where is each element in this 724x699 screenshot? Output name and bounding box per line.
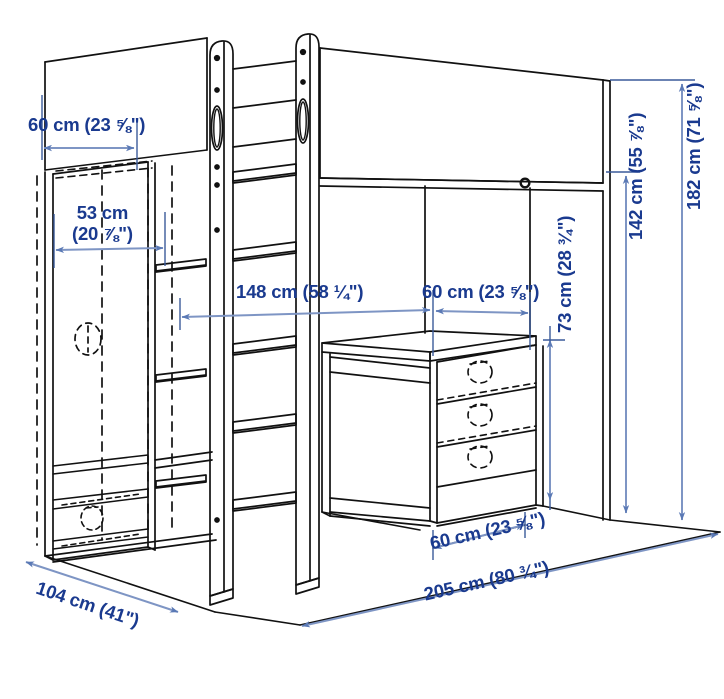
desk-top (321, 330, 537, 362)
ladder-post-left (209, 40, 234, 597)
wardrobe-divider-panel (147, 161, 156, 551)
ladder-rungs (232, 60, 297, 512)
floor-plane (44, 505, 721, 626)
ladder-feet (209, 577, 320, 606)
bed-frame-lower-rails (52, 451, 213, 475)
dim-label-53-line2: (20 ⅞") (72, 222, 133, 244)
wardrobe-bottom-drawers (52, 488, 149, 550)
desk-left-support (321, 351, 331, 517)
dim-line-53 (55, 244, 164, 254)
wardrobe-plinth (44, 533, 217, 563)
dim-line-60-desk (435, 307, 529, 317)
ladder-post-right (295, 33, 320, 586)
dim-line-205 (301, 532, 719, 628)
dimension-lines (25, 79, 719, 628)
dim-label-desk-width-top: 60 cm (23 ⅝") (422, 281, 540, 302)
drawer-handles (436, 360, 537, 469)
drawer-unit-fronts (436, 386, 537, 488)
dim-label-wardrobe-depth-top: 60 cm (23 ⅝") (28, 114, 146, 135)
wardrobe-drawer-handles (61, 493, 141, 547)
dim-label-bed-base-height: 142 cm (55 ⅞") (625, 112, 646, 240)
dim-label-53-line1: 53 cm (76, 202, 129, 223)
dim-line-104 (25, 561, 179, 613)
wardrobe-top-panel (44, 37, 208, 171)
desk-bottom-edge (329, 507, 537, 527)
wardrobe-side-panel (52, 161, 149, 561)
dim-label-desk-height: 73 cm (28 ¾") (554, 215, 575, 333)
wardrobe-top-rail (55, 160, 153, 179)
dim-line-148 (181, 307, 431, 320)
wardrobe-hanging-rod (74, 322, 102, 356)
dim-label-wardrobe-inner-width: 53 cm (20 ⅞") (72, 202, 133, 244)
wardrobe-front-left-post (44, 171, 54, 561)
wardrobe-inner-shelves (155, 258, 207, 489)
furniture-geometry (36, 33, 721, 626)
dim-label-total-height: 182 cm (71 ⅝") (683, 82, 704, 210)
dim-label-desk-span-left: 148 cm (58 ¼") (236, 281, 364, 302)
desk-rear-apron (329, 356, 431, 522)
